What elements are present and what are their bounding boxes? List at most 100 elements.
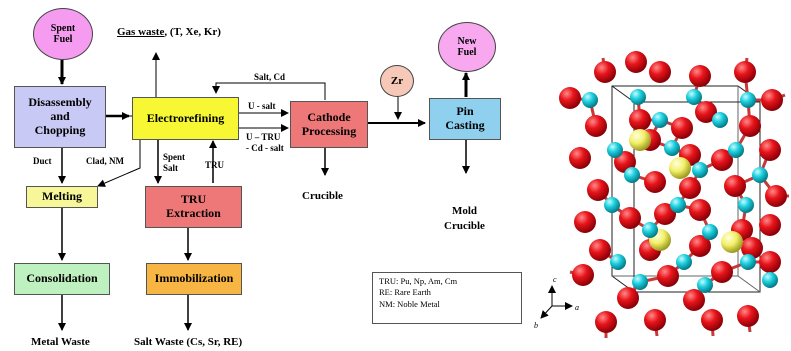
gas-waste-species: , (T, Xe, Kr) [164,26,221,38]
yellow-atom [669,157,691,179]
cyan-atom [686,89,702,105]
legend-item: TRU: Pu, Np, Am, Cm [379,276,458,286]
electrorefining-box: Electrorefining [132,97,239,140]
mold-crucible-output: Mold Crucible [444,190,485,233]
cyan-atom [712,112,728,128]
oxygen-atom [572,264,594,286]
cyan-atom [702,224,718,240]
unit-cell-edge [611,85,635,103]
cyan-atom [740,254,756,270]
cyan-atom [697,277,713,293]
cyan-atom [630,89,646,105]
axis-a-label: a [575,303,579,312]
melting-label: Melting [42,189,82,204]
oxygen-atom [689,199,711,221]
oxygen-atom [617,287,639,309]
metal-waste-output: Metal Waste [31,336,90,348]
mold-crucible-label: Mold Crucible [444,205,485,232]
oxygen-atom [589,239,611,261]
yellow-atom [629,129,651,151]
edge-label-clad-nm: Clad, NM [86,156,124,166]
cyan-atom [604,197,620,213]
oxygen-atom [574,211,596,233]
disassembly-label: Disassembly and Chopping [28,95,92,137]
gas-waste-output: Gas waste, (T, Xe, Kr) [117,26,221,38]
cyan-atom [676,254,692,270]
oxygen-atom [644,171,666,193]
salt-waste-output: Salt Waste (Cs, Sr, RE) [134,336,242,348]
salt-waste-label: Salt Waste (Cs, Sr, RE) [134,336,243,348]
new-fuel-label: New Fuel [457,36,477,58]
zr-node: Zr [380,65,414,97]
oxygen-atom [761,89,783,111]
tru-extraction-box: TRU Extraction [145,186,242,228]
cyan-atom [607,142,623,158]
disassembly-box: Disassembly and Chopping [14,86,106,148]
cyan-atom [664,140,680,156]
oxygen-atom [649,61,671,83]
oxygen-atom [629,109,651,131]
pin-casting-box: Pin Casting [429,98,501,140]
legend-item: NM: Noble Metal [379,298,440,309]
oxygen-atom [741,237,763,259]
oxygen-atom [654,203,676,225]
consolidation-box: Consolidation [14,263,110,295]
oxygen-atom [619,207,641,229]
cyan-atom [738,197,754,213]
oxygen-atom [625,51,647,73]
gas-waste-label: Gas waste [117,26,165,38]
oxygen-atom [759,251,781,273]
oxygen-atom [711,261,733,283]
cyan-atom [762,272,778,288]
legend-item: RE: Rare Earth [379,287,431,298]
edge-label-salt-cd: Salt, Cd [254,72,286,82]
axis-c-label: c [553,275,557,284]
edge-label-u-salt: U - salt [248,101,276,111]
metal-waste-label: Metal Waste [31,336,90,348]
oxygen-atom [689,235,711,257]
cyan-atom [752,167,768,183]
immobilization-box: Immobilization [146,263,242,295]
oxygen-atom [587,179,609,201]
oxygen-atom [594,61,616,83]
oxygen-atom [734,61,756,83]
cyan-atom [632,274,648,290]
oxygen-atom [759,139,781,161]
cyan-atom [692,162,708,178]
oxygen-atom [737,305,759,327]
cyan-atom [582,92,598,108]
crystal-structure: cab [534,51,789,338]
abbreviation-legend: TRU: Pu, Np, Am, Cm RE: Rare Earth NM: N… [372,272,522,324]
edge-label-u-tru: U – TRU - Cd - salt [246,132,284,153]
edge-label-tru: TRU [205,160,225,170]
oxygen-atom [739,115,761,137]
oxygen-atom [559,87,581,109]
crucible-label: Crucible [302,190,343,202]
oxygen-atom [701,309,723,331]
axis-b-arrow [540,305,553,319]
edge-label-duct: Duct [33,156,52,166]
oxygen-atom [724,175,746,197]
new-fuel-node: New Fuel [438,22,496,72]
oxygen-atom [695,101,717,123]
spent-fuel-node: Spent Fuel [33,8,93,60]
immobilization-label: Immobilization [154,271,234,286]
oxygen-atom [711,149,733,171]
melting-box: Melting [26,186,98,208]
zr-label: Zr [390,74,404,87]
cyan-atom [670,197,686,213]
oxygen-atom [657,265,679,287]
oxygen-atom [569,147,591,169]
oxygen-atom [765,185,787,207]
oxygen-atom [689,65,711,87]
cathode-processing-box: Cathode Processing [290,101,368,148]
oxygen-atom [683,289,705,311]
cyan-atom [740,92,756,108]
oxygen-atom [679,177,701,199]
unit-cell-edge [737,275,761,293]
edge-label-spent-salt: Spent Salt [163,152,186,173]
cyan-atom [624,167,640,183]
oxygen-atom [759,214,781,236]
tru-extraction-label: TRU Extraction [166,192,221,220]
